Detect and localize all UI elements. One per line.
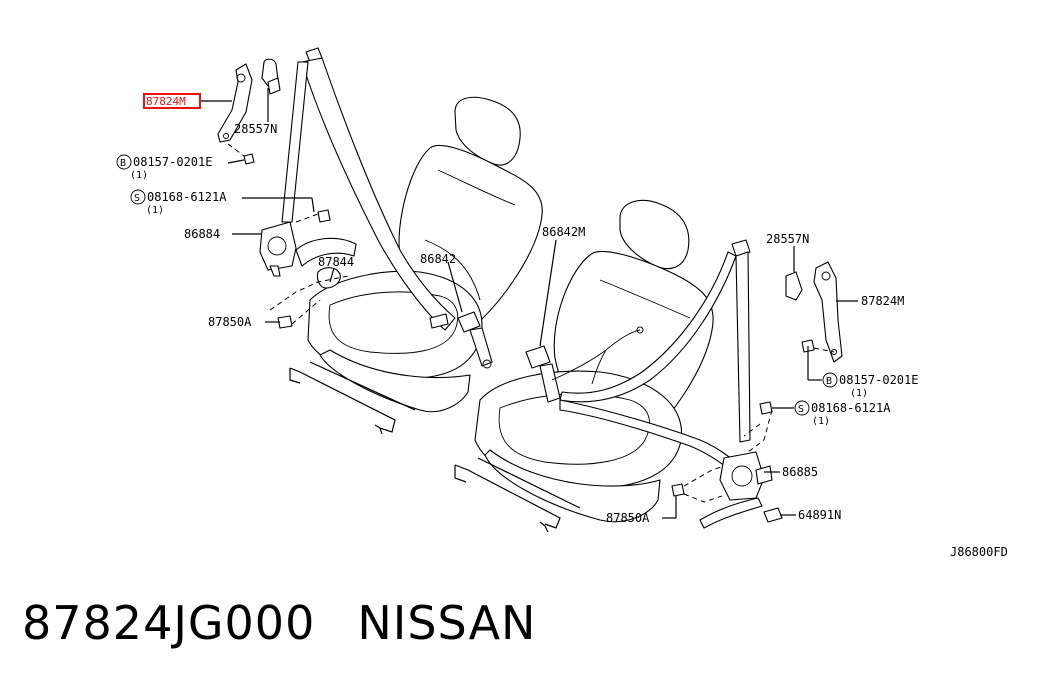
bolt-marker-left: B (116, 154, 132, 170)
screw-prefix-left: S (134, 193, 140, 204)
screw-marker-left: S (130, 189, 146, 205)
label-08168-right[interactable]: 08168-6121A (811, 401, 891, 415)
label-87824M-highlighted[interactable]: 87824M (146, 95, 186, 108)
label-87824M-right[interactable]: 87824M (861, 294, 904, 308)
label-86842M[interactable]: 86842M (542, 225, 585, 239)
part-caption: 87824JG000 NISSAN (22, 596, 536, 650)
label-08157-right[interactable]: 08157-0201E (839, 373, 918, 387)
screw-marker-right: S (794, 400, 810, 416)
label-86884[interactable]: 86884 (184, 227, 220, 241)
label-86885[interactable]: 86885 (782, 465, 818, 479)
label-28557N-right[interactable]: 28557N (766, 232, 809, 246)
label-87844[interactable]: 87844 (318, 255, 354, 269)
label-08168-left[interactable]: 08168-6121A (147, 190, 227, 204)
label-64891N[interactable]: 64891N (798, 508, 841, 522)
diagram-code: J86800FD (950, 545, 1008, 559)
qty-08157-right: (1) (850, 388, 868, 399)
leader-lines (200, 88, 858, 519)
bolt-prefix-left: B (120, 158, 126, 169)
label-87850A-right[interactable]: 87850A (606, 511, 650, 525)
qty-08168-right: (1) (812, 416, 830, 427)
right-belt-assembly (525, 239, 843, 529)
label-86842[interactable]: 86842 (420, 252, 456, 266)
part-labels: 28557N B 08157-0201E (1) S 08168-6121A (… (116, 122, 1008, 559)
bolt-marker-right: B (822, 372, 838, 388)
qty-08157-left: (1) (130, 170, 148, 181)
label-87850A-left[interactable]: 87850A (208, 315, 252, 329)
left-seat (289, 96, 543, 435)
caption-brand: NISSAN (357, 596, 537, 650)
highlighted-part-label[interactable]: 87824M (143, 93, 201, 109)
caption-part-number: 87824JG000 (22, 596, 316, 650)
label-08157-left[interactable]: 08157-0201E (133, 155, 212, 169)
qty-08168-left: (1) (146, 205, 164, 216)
label-28557N-left[interactable]: 28557N (234, 122, 277, 136)
screw-prefix-right: S (798, 404, 804, 415)
highlight-box (143, 93, 201, 109)
left-belt-assembly (217, 47, 493, 369)
bolt-prefix-right: B (826, 376, 832, 387)
